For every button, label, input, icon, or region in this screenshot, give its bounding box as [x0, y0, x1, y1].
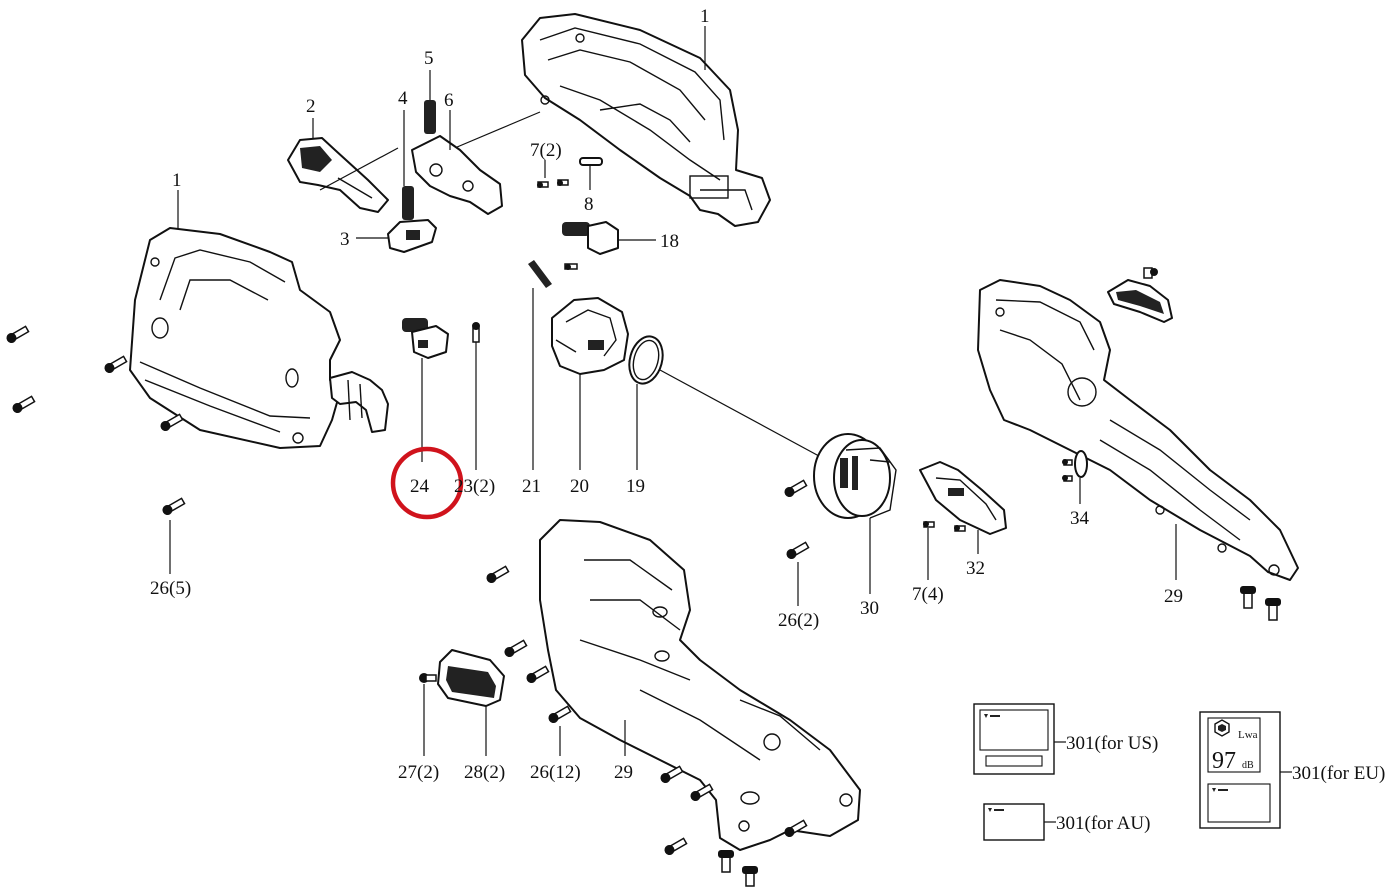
- callout-20: 20: [570, 476, 589, 497]
- part-24-highlight-circle: [390, 446, 464, 520]
- part-7-screws: [537, 179, 569, 188]
- callout-23-2: 23(2): [454, 476, 495, 497]
- part-30-gear-housing: [813, 433, 897, 519]
- part-27-screw: [419, 673, 437, 683]
- label-301-eu: Lwa 97 dB: [1199, 711, 1281, 829]
- part-23-screw: [472, 322, 480, 343]
- part-5-spring: [424, 100, 436, 134]
- callout-2: 2: [306, 96, 316, 117]
- callout-24: 24: [410, 476, 430, 497]
- callout-29-right: 29: [1164, 586, 1183, 607]
- part-24-carbon-brush: [402, 318, 449, 359]
- part-29-housing-right: [977, 279, 1299, 581]
- callout-6: 6: [444, 90, 454, 111]
- part-1-handle: [129, 227, 389, 449]
- part-26-screws-left: [6, 325, 186, 515]
- part-6-switch-lever: [411, 135, 503, 215]
- label-301-us: [973, 703, 1055, 775]
- eu-label-sound-unit: dB: [1242, 760, 1254, 771]
- part-26-screws-bottom: [486, 565, 808, 887]
- part-28-vent-cover: [437, 649, 505, 707]
- callout-29-bottom: 29: [614, 762, 633, 783]
- part-26-screw-2: [786, 541, 810, 559]
- callout-7-2: 7(2): [530, 140, 562, 161]
- part-28-vent-cover-right: [1107, 267, 1173, 323]
- callout-1-left: 1: [172, 170, 182, 191]
- callout-301-eu: 301(for EU): [1292, 763, 1385, 784]
- label-301-au: [983, 803, 1045, 841]
- part-21-rod: [528, 260, 552, 288]
- callout-301-us: 301(for US): [1066, 733, 1158, 754]
- callout-32: 32: [966, 558, 985, 579]
- part-18-brush-holder: [562, 221, 619, 270]
- callout-18: 18: [660, 231, 679, 252]
- callout-19: 19: [626, 476, 645, 497]
- part-4-spring: [402, 186, 414, 220]
- part-34-switch-cap: [1062, 450, 1088, 482]
- callout-1-top: 1: [700, 6, 710, 27]
- part-screws-29-right: [1240, 586, 1281, 621]
- callout-5: 5: [424, 48, 434, 69]
- eu-label-sound-symbol: Lwa: [1238, 729, 1258, 741]
- part-1-upper-housing: [521, 13, 771, 227]
- callout-301-au: 301(for AU): [1056, 813, 1150, 834]
- callout-26-5: 26(5): [150, 578, 191, 599]
- part-3-lock-button: [387, 219, 437, 253]
- callout-26-12: 26(12): [530, 762, 581, 783]
- part-32-cover-plate: [919, 461, 1007, 535]
- callout-3: 3: [340, 229, 350, 250]
- callout-26-2: 26(2): [778, 610, 819, 631]
- callout-30: 30: [860, 598, 879, 619]
- callout-8: 8: [584, 194, 594, 215]
- callout-28-2: 28(2): [464, 762, 505, 783]
- callout-21: 21: [522, 476, 541, 497]
- eu-label-sound-value: 97: [1212, 748, 1236, 774]
- callout-7-4: 7(4): [912, 584, 944, 605]
- part-7-screws-32: [923, 521, 966, 532]
- part-20-bearing-holder: [551, 297, 629, 375]
- part-19-o-ring: [628, 335, 664, 385]
- part-8-pin: [579, 157, 603, 166]
- part-29-housing-bottom: [539, 519, 861, 851]
- callout-27-2: 27(2): [398, 762, 439, 783]
- callout-4: 4: [398, 88, 408, 109]
- part-26-screw-30: [784, 479, 808, 497]
- callout-34: 34: [1070, 508, 1090, 529]
- part-2-trigger: [287, 137, 389, 213]
